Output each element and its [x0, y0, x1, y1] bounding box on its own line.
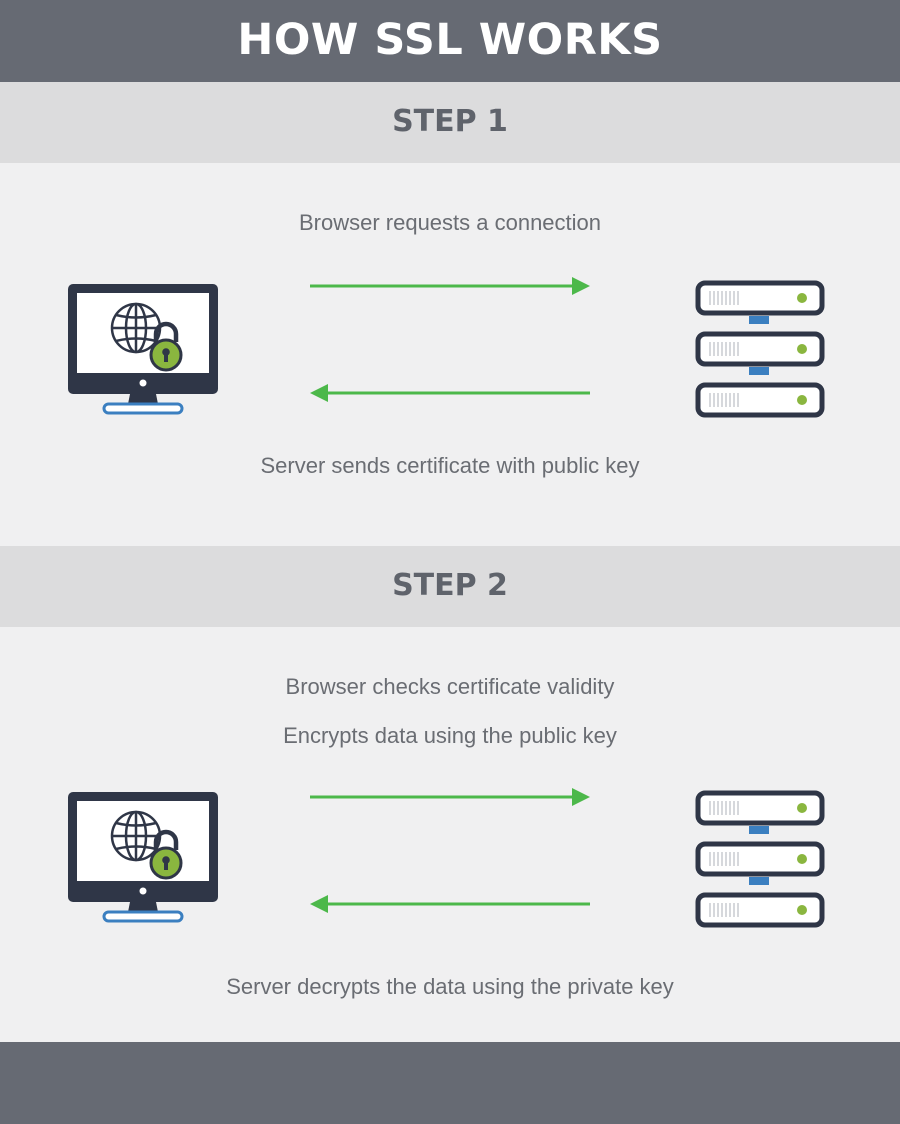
step-2-content: Browser checks certificate validity Encr… — [0, 627, 900, 1042]
server-rack-icon — [694, 279, 834, 419]
step-2-caption-validity: Browser checks certificate validity — [285, 674, 615, 699]
step-1-label: STEP 1 — [392, 104, 508, 139]
arrow-right-icon — [308, 274, 592, 298]
step-2-caption-decrypt: Server decrypts the data using the priva… — [226, 974, 674, 999]
title-banner: HOW SSL WORKS — [0, 0, 900, 82]
arrow-left-icon — [308, 892, 592, 916]
step-2-caption-encrypt: Encrypts data using the public key — [283, 723, 617, 748]
step-2-label: STEP 2 — [392, 568, 508, 603]
step-1-caption-request: Browser requests a connection — [298, 210, 602, 235]
step-2-header: STEP 2 — [0, 546, 900, 627]
footer-banner — [0, 1042, 900, 1124]
step-1-header: STEP 1 — [0, 82, 900, 163]
monitor-globe-lock-icon — [64, 788, 224, 928]
arrow-left-icon — [308, 381, 592, 405]
step-1-caption-certificate: Server sends certificate with public key — [260, 453, 640, 478]
arrow-right-icon — [308, 785, 592, 809]
step-1-content: Browser requests a connection Server sen… — [0, 163, 900, 546]
page-title: HOW SSL WORKS — [237, 15, 663, 65]
server-rack-icon — [694, 789, 834, 929]
monitor-globe-lock-icon — [64, 280, 224, 420]
